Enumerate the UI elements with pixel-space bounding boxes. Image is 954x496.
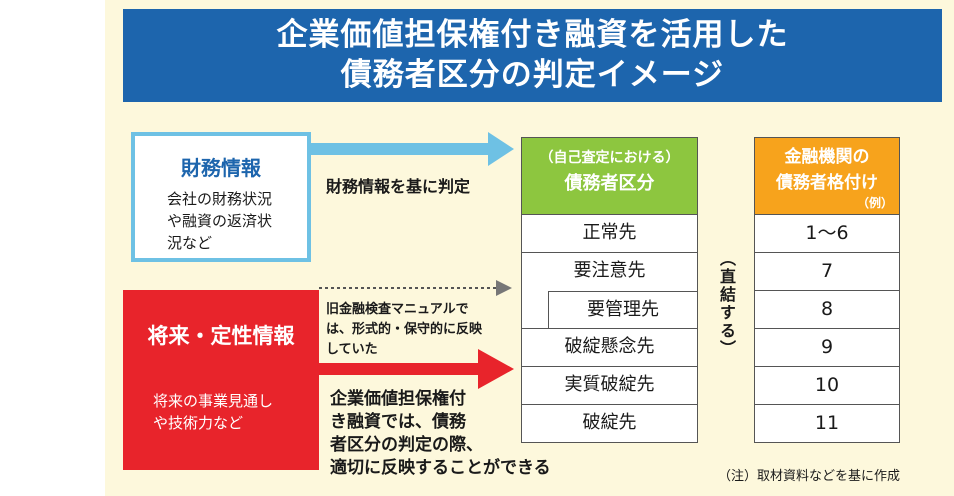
old-manual-line: は、形式的・保守的に反映 — [326, 322, 483, 337]
financial-arrow-label: 財務情報を基に判定 — [326, 177, 471, 196]
future-info-title: 将来・定性情報 — [147, 324, 295, 348]
financial-desc-line: 況など — [167, 234, 213, 252]
debtor-category-list: 正常先 要注意先 要管理先 破綻懸念先 実質破綻先 破綻先 — [521, 215, 698, 443]
debtor-category-row: 要注意先 — [521, 253, 698, 291]
future-desc-line: 将来の事業見通し — [153, 392, 274, 410]
new-loan-arrow — [319, 349, 514, 389]
direct-link-label: （直結する） — [717, 250, 736, 358]
financial-info-desc: 会社の財務状況 や融資の返済状 況など — [167, 188, 272, 254]
debtor-header-sub: （自己査定における） — [539, 150, 680, 166]
future-desc-line: や技術力など — [153, 414, 244, 432]
debtor-subcategory-label: 要管理先 — [548, 291, 697, 328]
rating-row: 9 — [754, 329, 900, 367]
rating-list: 1～6 7 8 9 10 11 — [754, 215, 900, 443]
new-loan-line: き融資では、債務 — [330, 412, 466, 432]
rating-row: 8 — [754, 291, 900, 329]
rating-row: 1～6 — [754, 215, 900, 253]
debtor-category-row: 破綻先 — [521, 405, 698, 443]
financial-desc-line: 会社の財務状況 — [167, 190, 273, 208]
rating-row: 7 — [754, 253, 900, 291]
debtor-category-header: （自己査定における） 債務者区分 — [521, 137, 698, 215]
source-note: （注）取材資料などを基に作成 — [718, 469, 901, 484]
new-loan-label: 企業価値担保権付 き融資では、債務 者区分の判定の際、 適切に反映することができ… — [330, 388, 551, 480]
debtor-category-row: 正常先 — [521, 215, 698, 253]
rating-header: 金融機関の 債務者格付け （例） — [754, 137, 900, 215]
old-manual-line: 旧金融検査マニュアルで — [326, 302, 469, 317]
debtor-header-main: 債務者区分 — [564, 173, 655, 194]
rating-header-line-2: 債務者格付け — [776, 173, 878, 193]
debtor-category-row: 破綻懸念先 — [521, 329, 698, 367]
new-loan-line: 企業価値担保権付 — [330, 389, 466, 409]
rating-header-line-1: 金融機関の — [784, 147, 870, 167]
rating-row: 11 — [754, 405, 900, 443]
title-line-2: 債務者区分の判定イメージ — [340, 57, 725, 93]
future-info-desc: 将来の事業見通し や技術力など — [153, 390, 273, 434]
new-loan-line: 者区分の判定の際、 — [330, 435, 483, 455]
financial-desc-line: や融資の返済状 — [167, 212, 273, 230]
new-loan-line: 適切に反映することができる — [330, 458, 551, 478]
title-banner: 企業価値担保権付き融資を活用した 債務者区分の判定イメージ — [123, 9, 942, 102]
old-manual-line: していた — [326, 342, 378, 357]
future-info-box: 将来・定性情報 将来の事業見通し や技術力など — [123, 290, 319, 470]
rating-row: 10 — [754, 367, 900, 405]
financial-info-box: 財務情報 会社の財務状況 や融資の返済状 況など — [131, 132, 311, 262]
old-manual-label: 旧金融検査マニュアルで は、形式的・保守的に反映 していた — [326, 300, 482, 360]
title-line-1: 企業価値担保権付き融資を活用した — [276, 17, 789, 53]
rating-example-label: （例） — [856, 196, 893, 210]
financial-arrow — [311, 132, 514, 166]
financial-info-title: 財務情報 — [181, 156, 261, 180]
debtor-subcategory-row: 要管理先 — [521, 291, 698, 329]
old-manual-arrowhead — [496, 280, 512, 296]
debtor-category-row: 実質破綻先 — [521, 367, 698, 405]
